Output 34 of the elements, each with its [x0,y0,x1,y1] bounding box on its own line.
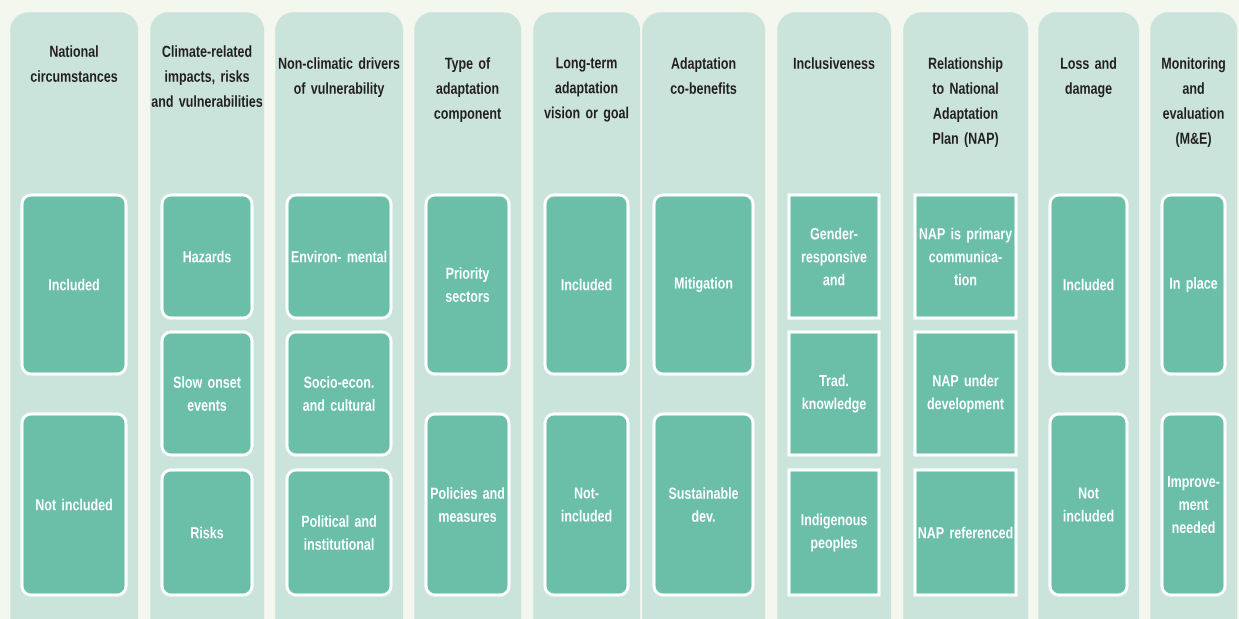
category-box: Slow onset events [160,330,254,457]
column-heading: Long-term adaptation vision or goal [544,57,629,122]
category-box: Included [543,193,630,376]
category-box: In place [1160,193,1227,376]
column-heading: Non-climatic drivers of vulnerability [278,57,400,98]
category-box: Socio-econ. and cultural [285,330,393,457]
column-heading: Climate-related impacts, risks and vulnerabilities [151,45,263,107]
category-box: Priority sectors [424,193,511,376]
category-box: Risks [160,468,254,597]
category-box: Not- included [543,412,630,597]
category-box: Not included [20,412,128,597]
category-box: Political and institutional [285,468,393,597]
category-box: Policies and measures [424,412,511,597]
column-heading: Monitoring and evaluation (M&E) [1162,57,1225,148]
category-box: Included [1048,193,1129,376]
category-box: Sustainable dev. [652,412,755,597]
category-box: Not included [1048,412,1129,597]
category-box: Gender- responsive and [787,193,881,320]
column-heading: Inclusiveness [793,57,875,69]
column-heading: Type of adaptation component [434,57,501,123]
category-box: Mitigation [652,193,755,376]
category-box: Trad. knowledge [787,330,881,457]
column-heading: Loss and damage [1061,57,1116,98]
category-box: Included [20,193,128,376]
category-box: NAP is primary communica- tion [913,193,1018,320]
category-box: NAP under development [913,330,1018,457]
category-box: Environ- mental [285,193,393,320]
category-box: Hazards [160,193,254,320]
category-box: Improve- ment needed [1160,412,1227,597]
column-heading: National circumstances [30,45,118,82]
column-heading: Adaptation co-benefits [670,57,737,94]
category-box: Indigenous peoples [787,468,881,597]
column-heading: Relationship to National Adaptation Plan (NAP) [928,57,1003,148]
category-box: NAP referenced [913,468,1018,597]
